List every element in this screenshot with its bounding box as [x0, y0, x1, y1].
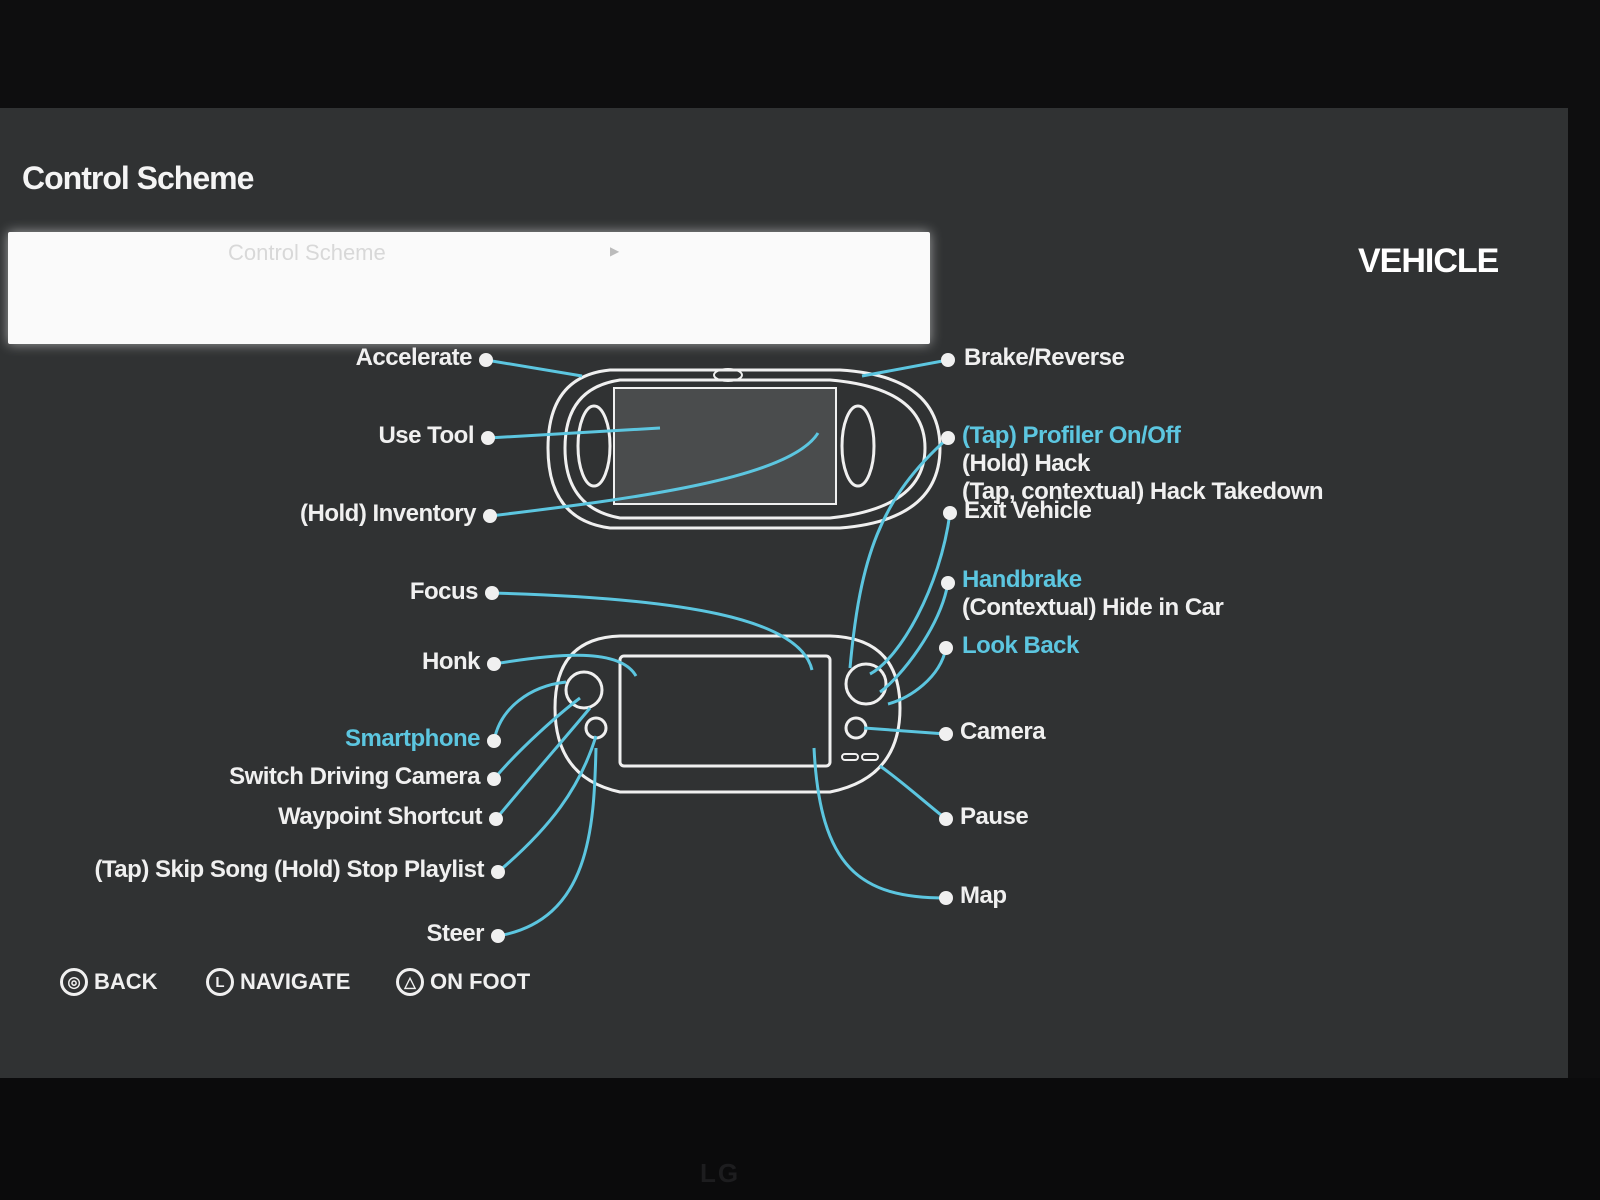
tv-bezel: [0, 1078, 1600, 1200]
control-scheme-selector[interactable]: Control Scheme ▶: [8, 232, 930, 344]
device-front-outline: [553, 634, 902, 794]
dot-skip-song: [491, 865, 505, 879]
label-smartphone: Smartphone: [344, 725, 481, 752]
label-look-back: Look Back: [962, 632, 1079, 659]
page-title: Control Scheme: [22, 160, 254, 196]
on-foot-button[interactable]: △ ON FOOT: [396, 968, 530, 996]
dot-brake-reverse: [941, 353, 955, 367]
controller-diagram: [479, 353, 957, 943]
label-profiler-hack: (Tap) Profiler On/Off (Hold) Hack (Tap, …: [962, 422, 1324, 506]
label-pause: Pause: [960, 803, 1029, 830]
label-profiler: (Tap) Profiler On/Off: [962, 422, 1181, 449]
label-hold-hack: (Hold) Hack: [962, 450, 1090, 477]
dot-inventory: [483, 509, 497, 523]
dot-pause: [939, 812, 953, 826]
mode-label: VEHICLE: [1358, 242, 1499, 280]
dot-waypoint: [489, 812, 503, 826]
label-hold-inventory: (Hold) Inventory: [300, 500, 477, 527]
left-stick-icon: L: [206, 968, 234, 996]
label-hide-in-car: (Contextual) Hide in Car: [962, 594, 1224, 621]
label-switch-driving-camera: Switch Driving Camera: [229, 763, 480, 790]
back-button[interactable]: ◎ BACK: [60, 968, 158, 996]
circle-button-icon: ◎: [60, 968, 88, 996]
dot-map: [939, 891, 953, 905]
dot-look-back: [939, 641, 953, 655]
dot-accelerate: [479, 353, 493, 367]
arrow-right-icon[interactable]: ▶: [610, 244, 620, 258]
label-use-tool: Use Tool: [378, 422, 474, 449]
dot-switch-camera: [487, 772, 501, 786]
dot-use-tool: [481, 431, 495, 445]
label-steer: Steer: [426, 920, 484, 947]
on-foot-button-label: ON FOOT: [430, 969, 531, 994]
dot-profiler: [941, 431, 955, 445]
navigate-button-label: NAVIGATE: [240, 969, 351, 994]
dot-steer: [491, 929, 505, 943]
label-camera: Camera: [960, 718, 1046, 745]
dot-honk: [487, 657, 501, 671]
navigate-button[interactable]: L NAVIGATE: [206, 968, 350, 996]
device-back-outline: [546, 368, 942, 530]
label-accelerate: Accelerate: [355, 344, 473, 371]
label-brake-reverse: Brake/Reverse: [964, 344, 1125, 371]
label-waypoint-shortcut: Waypoint Shortcut: [278, 803, 482, 830]
dot-handbrake: [941, 576, 955, 590]
control-scheme-selector-label: Control Scheme: [228, 240, 386, 265]
dot-exit-vehicle: [943, 506, 957, 520]
label-skip-song: (Tap) Skip Song (Hold) Stop Playlist: [94, 856, 484, 883]
label-honk: Honk: [422, 648, 481, 675]
tv-brand-logo: LG: [700, 1158, 741, 1188]
label-handbrake: Handbrake: [962, 566, 1082, 593]
back-button-label: BACK: [94, 969, 158, 994]
label-exit-vehicle: Exit Vehicle: [964, 497, 1092, 524]
game-screen: Control Scheme Control Scheme ▶ VEHICLE: [0, 108, 1568, 1078]
triangle-button-icon: △: [396, 968, 424, 996]
label-map: Map: [960, 882, 1007, 909]
dot-camera: [939, 727, 953, 741]
dot-focus: [485, 586, 499, 600]
label-focus: Focus: [409, 578, 479, 605]
label-hack-takedown: (Tap, contextual) Hack Takedown: [962, 478, 1324, 505]
dot-smartphone: [487, 734, 501, 748]
label-handbrake-group: Handbrake (Contextual) Hide in Car: [962, 566, 1224, 622]
